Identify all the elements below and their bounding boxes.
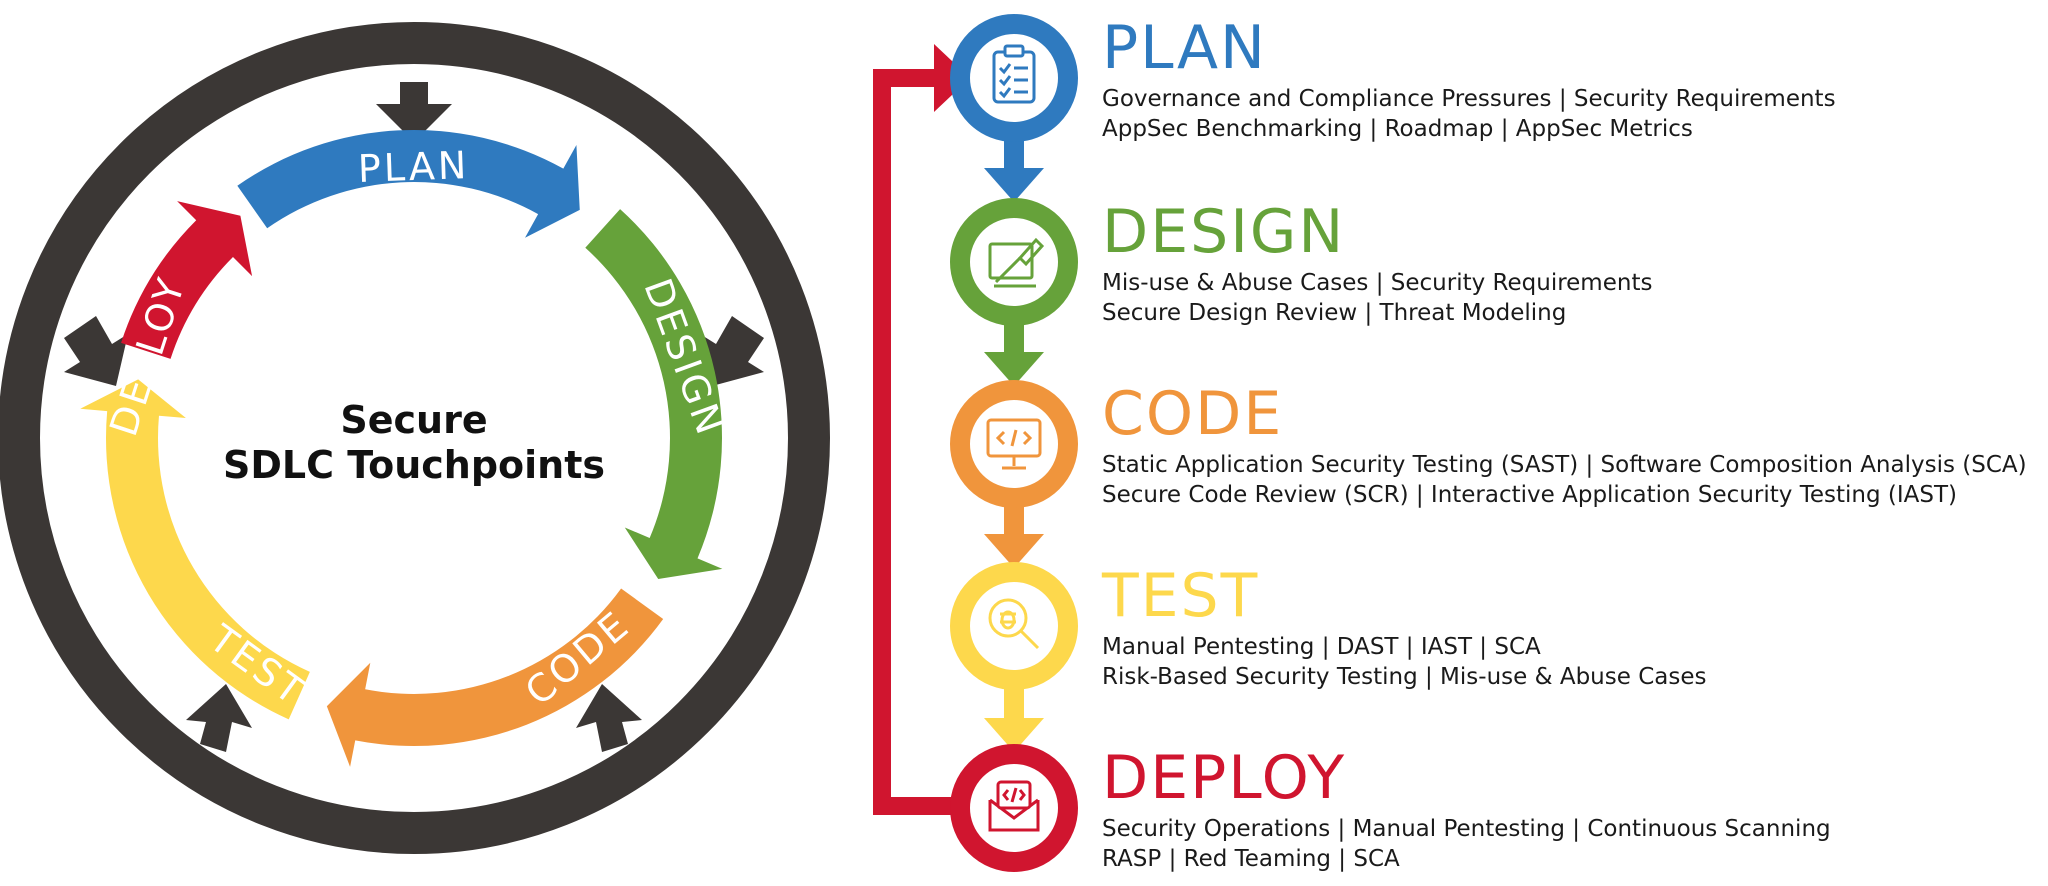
stage-deploy: DEPLOY Security Operations | Manual Pent… [950, 743, 1831, 872]
connector-design-code [984, 318, 1044, 386]
clipboard-checklist-icon [992, 44, 1036, 104]
stage-test: TEST Manual Pentesting | DAST | IAST | S… [950, 561, 1706, 690]
cycle-arrow-test [80, 379, 310, 720]
stage-title-code: CODE [1102, 379, 1283, 449]
stage-title-test: TEST [1101, 561, 1259, 631]
stage-deploy-line2: RASP | Red Teaming | SCA [1102, 846, 1400, 872]
stage-code-line1: Static Application Security Testing (SAS… [1102, 452, 2027, 478]
security-education-top-label: Security Education [270, 230, 559, 313]
ring-top-text: Security Education [270, 230, 558, 313]
cycle-arrow-plan [237, 130, 580, 238]
segment-label-plan: PLAN [357, 143, 470, 191]
connector-code-test [984, 500, 1044, 568]
design-pencil-ruler-icon [988, 237, 1045, 288]
stage-code: CODE Static Application Security Testing… [950, 379, 2027, 508]
stage-design-line2: Secure Design Review | Threat Modeling [1102, 300, 1566, 326]
stage-plan-line2: AppSec Benchmarking | Roadmap | AppSec M… [1102, 116, 1693, 142]
ring-bottom-text: Security Education [280, 569, 546, 644]
security-education-ring [0, 22, 830, 854]
ring-arrows [64, 82, 764, 752]
center-title-line1: Secure [340, 398, 487, 442]
stage-plan: PLAN Governance and Compliance Pressures… [950, 13, 1836, 142]
deploy-to-plan-loop [873, 69, 960, 815]
stage-design: DESIGN Mis-use & Abuse Cases | Security … [950, 197, 1652, 326]
code-monitor-icon [986, 418, 1042, 470]
stage-title-plan: PLAN [1102, 13, 1267, 83]
cycle-arrow-design [585, 209, 723, 579]
stage-flow: PLAN Governance and Compliance Pressures… [873, 13, 2027, 872]
stage-title-deploy: DEPLOY [1102, 743, 1346, 813]
ring-arrow-top [376, 82, 452, 142]
stage-code-line2: Secure Code Review (SCR) | Interactive A… [1102, 482, 1957, 508]
ring-arrow-upper-left [64, 316, 128, 386]
ring-arrow-lower-left [186, 684, 252, 752]
test-node [950, 562, 1078, 690]
plan-node [950, 14, 1078, 142]
stage-plan-line1: Governance and Compliance Pressures | Se… [1102, 86, 1836, 112]
ring-arrow-upper-right [700, 316, 764, 386]
stage-design-line1: Mis-use & Abuse Cases | Security Require… [1102, 270, 1652, 296]
stage-test-line1: Manual Pentesting | DAST | IAST | SCA [1102, 634, 1541, 660]
security-education-bottom-label: Security Education [280, 569, 547, 644]
connector-test-deploy [984, 684, 1044, 752]
cycle-arrow-deploy [121, 201, 253, 359]
bug-magnifier-icon [988, 598, 1040, 650]
cycle-arrow-code [326, 588, 664, 767]
stage-deploy-line1: Security Operations | Manual Pentesting … [1102, 816, 1831, 842]
stage-title-design: DESIGN [1102, 197, 1345, 267]
cycle-diagram: PLAN DESIGN CODE TEST DEPLOY Security Ed… [0, 22, 830, 854]
ring-arrow-lower-right [576, 684, 642, 752]
center-title-line2: SDLC Touchpoints [223, 443, 605, 487]
cycle-segments [80, 130, 723, 767]
connector-plan-design [984, 136, 1044, 202]
deploy-envelope-code-icon [988, 780, 1040, 832]
stage-test-line2: Risk-Based Security Testing | Mis-use & … [1102, 664, 1706, 690]
